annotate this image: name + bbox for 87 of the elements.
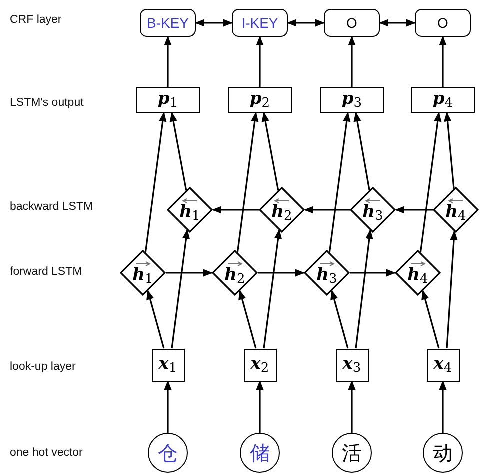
arrow	[422, 290, 440, 349]
arrow	[439, 36, 447, 87]
input-label: x$_{3}$	[342, 356, 362, 374]
character-label: 仓	[158, 442, 178, 466]
hidden-state-label: h$_{3}$	[362, 204, 384, 222]
lstm-cell-diamond	[350, 187, 396, 233]
output-label: p$_{3}$	[342, 90, 362, 110]
input-box	[152, 348, 184, 382]
layer-label: look-up layer	[10, 361, 76, 373]
arrow	[195, 19, 233, 27]
arrow	[444, 112, 455, 190]
arrow	[212, 206, 259, 214]
output-label: p$_{1}$	[158, 90, 178, 110]
input-box	[426, 348, 460, 382]
crf-tag-box	[324, 9, 380, 37]
input-box	[336, 348, 368, 382]
arrow	[439, 380, 447, 433]
layer-label: backward LSTM	[10, 201, 94, 213]
lstm-cell-diamond	[395, 250, 441, 296]
arrow	[446, 230, 458, 349]
arrow	[164, 380, 172, 433]
arrow	[348, 380, 356, 433]
layer-label: forward LSTM	[10, 266, 82, 278]
character-circle	[148, 433, 188, 473]
input-box	[244, 348, 276, 382]
crf-tag-box	[232, 9, 288, 37]
arrow	[354, 112, 370, 191]
hidden-state-label: h$_{4}$	[446, 204, 466, 222]
tag-label: I-KEY	[242, 15, 278, 31]
output-box	[136, 87, 200, 113]
arrow	[379, 19, 416, 27]
crf-tag-box	[415, 9, 471, 37]
output-box	[411, 87, 475, 113]
lstm-cell-diamond	[212, 250, 258, 296]
tag-label: B-KEY	[146, 15, 189, 31]
character-label: 动	[433, 442, 453, 466]
arrow	[328, 112, 351, 253]
arrow	[166, 269, 213, 277]
arrow	[420, 112, 442, 253]
lstm-cell-diamond	[433, 187, 479, 233]
hidden-state-label: h$_{1}$	[180, 204, 200, 222]
arrow	[146, 290, 165, 349]
character-label: 储	[250, 442, 270, 466]
hidden-state-label: h$_{2}$	[272, 204, 292, 222]
layer-label: LSTM's output	[10, 97, 84, 109]
output-label: p$_{2}$	[250, 90, 270, 110]
lstm-cell-diamond	[120, 250, 166, 296]
lstm-cell-diamond	[304, 250, 350, 296]
input-label: x$_{1}$	[158, 356, 178, 374]
arrow	[170, 112, 188, 191]
hidden-state-label: h$_{1}$	[132, 266, 154, 286]
character-circle	[332, 433, 372, 473]
output-label: p$_{4}$	[432, 90, 454, 110]
character-circle	[240, 433, 280, 473]
tag-label: O	[438, 15, 448, 31]
output-box	[228, 87, 292, 113]
crf-tag-box	[140, 9, 196, 37]
arrow	[348, 36, 356, 87]
arrow	[144, 112, 167, 253]
tag-label: O	[346, 15, 358, 31]
hidden-state-label: h$_{2}$	[224, 266, 246, 286]
arrow	[171, 229, 190, 349]
arrow	[304, 206, 350, 214]
arrow	[164, 36, 172, 87]
arrow	[395, 206, 433, 214]
arrow	[263, 229, 282, 349]
arrow	[355, 230, 374, 349]
arrow	[256, 380, 264, 433]
arrow	[258, 269, 305, 277]
input-label: x$_{4}$	[434, 356, 452, 374]
hidden-state-label: h$_{4}$	[408, 266, 428, 286]
input-label: x$_{2}$	[250, 356, 270, 374]
layer-label: CRF layer	[10, 14, 62, 26]
lstm-cell-diamond	[259, 187, 305, 233]
arrow	[236, 112, 259, 253]
output-box	[320, 87, 384, 113]
character-label: 活	[342, 442, 362, 466]
arrow	[262, 112, 280, 191]
arrow	[350, 269, 396, 277]
layer-label: one hot vector	[10, 447, 83, 459]
hidden-state-label: h$_{3}$	[316, 266, 338, 286]
character-circle	[423, 433, 463, 473]
arrow	[238, 290, 257, 349]
arrow	[256, 36, 264, 87]
arrow	[287, 19, 325, 27]
arrow	[330, 290, 349, 349]
lstm-cell-diamond	[167, 187, 213, 233]
